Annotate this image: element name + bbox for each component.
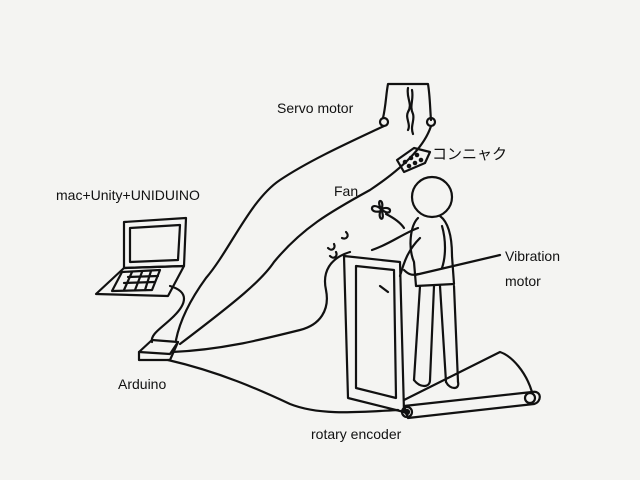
label-mac-unity: mac+Unity+UNIDUINO <box>56 187 200 203</box>
rotary-encoder-icon <box>403 408 411 416</box>
laptop-icon <box>94 216 188 298</box>
arduino-board-icon <box>137 338 180 362</box>
label-fan: Fan <box>334 183 359 199</box>
cable-lines <box>150 124 433 414</box>
label-rotary-encoder: rotary encoder <box>311 426 402 442</box>
label-konnyaku: コンニャク <box>432 145 508 163</box>
treadmill-belt <box>400 350 541 420</box>
label-motor: motor <box>505 273 541 289</box>
label-arduino: Arduino <box>118 376 167 392</box>
fan-icon <box>326 199 406 259</box>
vibration-motor-pointer <box>402 253 502 277</box>
treadmill-frame <box>342 254 406 414</box>
label-vibration: Vibration <box>505 248 561 264</box>
servo-motor-icon <box>378 82 437 136</box>
konjac-icon <box>395 146 432 174</box>
label-servo-motor: Servo motor <box>277 100 354 116</box>
